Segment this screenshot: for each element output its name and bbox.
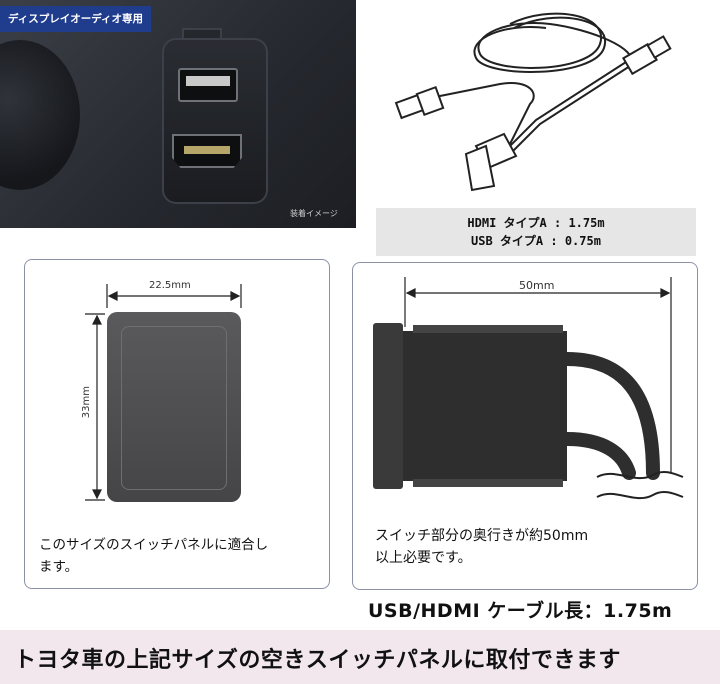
width-label: 22.5mm [149,280,191,291]
panel-depth: 50mm スイッチ部分の奥行きが約50mm 以上必要です。 [352,262,698,590]
switch-panel-shape [107,312,241,502]
depth-text-line2: 以上必要です。 [375,550,472,566]
product-photo: ディスプレイオーディオ専用 装着イメージ [0,0,356,228]
panel-size-fit: 22.5mm 33mm このサイズのスイッチパネルに適合し ます。 [24,259,330,589]
hdmi-port-icon [172,134,242,168]
switch-plate [162,38,268,204]
fit-description: このサイズのスイッチパネルに適合し ます。 [39,534,325,578]
fit-text-line1: このサイズのスイッチパネルに適合し [39,537,269,553]
cable-illustration [394,12,672,192]
cable-length-label: USB/HDMI ケーブル長：1.75m [368,600,673,622]
depth-text-line1: スイッチ部分の奥行きが約50mm [375,528,589,544]
height-label: 33mm [81,386,92,419]
spec-usb: USB タイプA : 0.75m [471,234,601,248]
usb-port-icon [178,68,238,102]
dashboard-knob [0,40,80,190]
spec-hdmi: HDMI タイプA : 1.75m [467,216,605,230]
size-dimension-lines [85,284,242,501]
depth-label: 50mm [519,279,555,292]
display-audio-badge: ディスプレイオーディオ専用 [0,6,152,32]
cable-spec-box: HDMI タイプA : 1.75m USB タイプA : 0.75m [376,208,696,256]
depth-description: スイッチ部分の奥行きが約50mm 以上必要です。 [375,525,685,569]
bottom-banner: トヨタ車の上記サイズの空きスイッチパネルに取付できます [0,630,720,684]
switch-panel-inner [121,326,227,490]
depth-diagram [373,277,684,500]
banner-text: トヨタ車の上記サイズの空きスイッチパネルに取付できます [14,648,621,673]
fit-text-line2: ます。 [39,559,79,575]
photo-caption: 装着イメージ [290,209,338,218]
